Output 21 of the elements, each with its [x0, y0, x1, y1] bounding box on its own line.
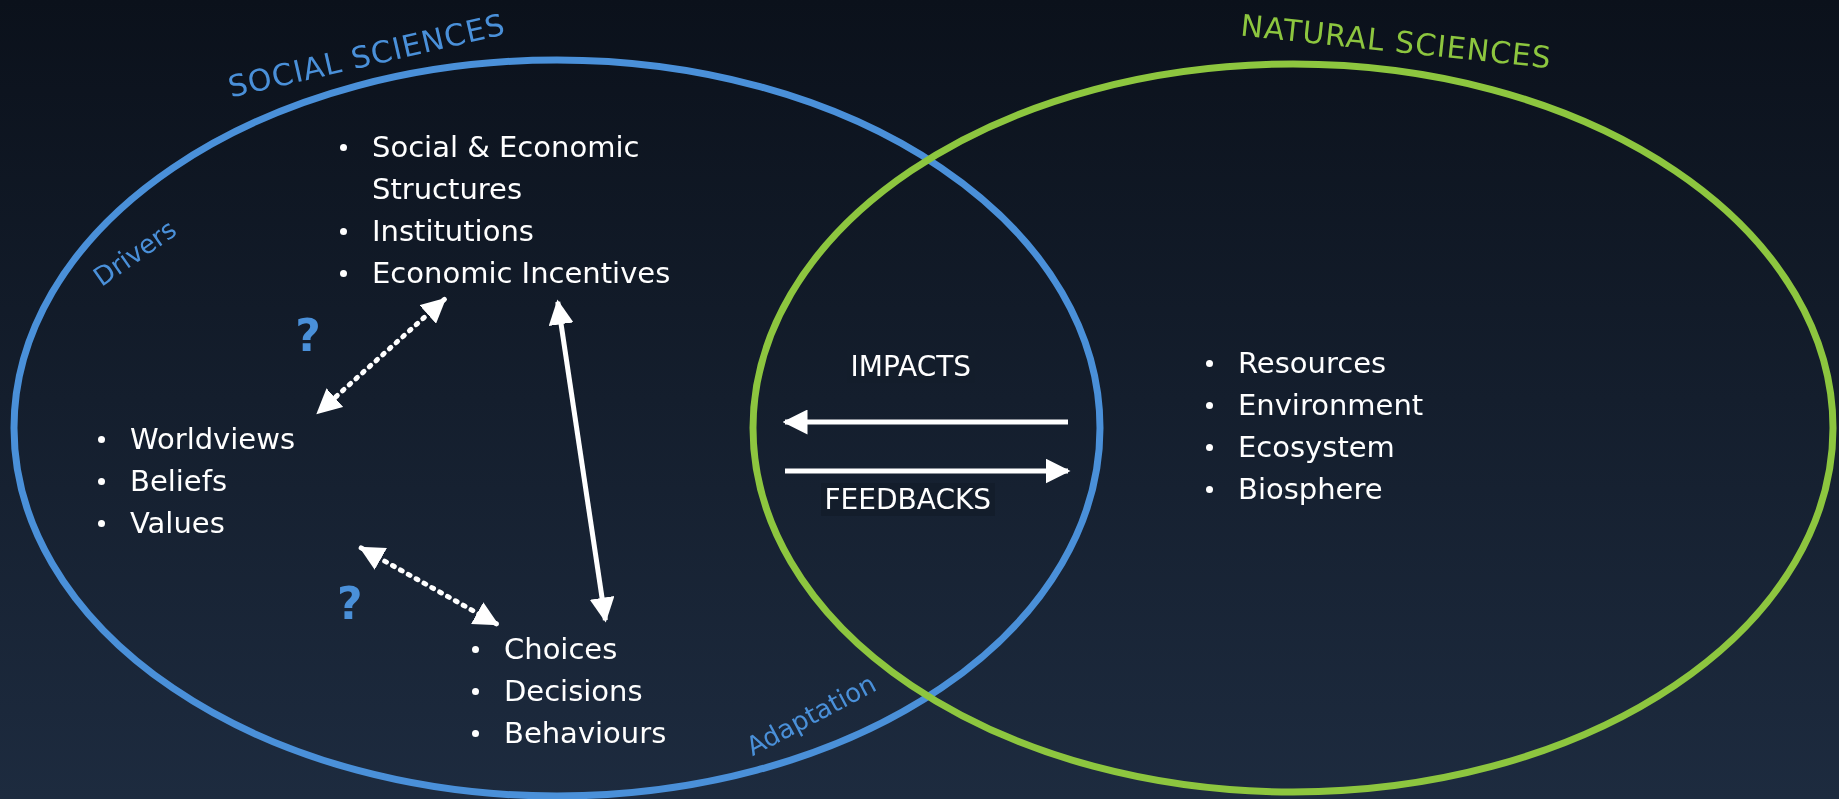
arrow — [782, 409, 1068, 435]
bullet-item: Biosphere — [1200, 468, 1520, 510]
section-title: NATURAL SCIENCES — [1239, 7, 1554, 76]
bullet-item: Economic Incentives — [334, 252, 754, 294]
bullet-item: Social & Economic Structures — [334, 126, 754, 210]
bullet-item: Institutions — [334, 210, 754, 252]
arrow — [785, 458, 1071, 484]
edge-label: FEEDBACKS — [820, 483, 996, 516]
question-mark: ? — [295, 310, 321, 361]
arrow — [358, 545, 500, 627]
bullet-item: Resources — [1200, 342, 1520, 384]
bullet-item: Values — [92, 502, 392, 544]
bullet-item: Choices — [466, 628, 766, 670]
bullet-item: Worldviews — [92, 418, 392, 460]
bullet-item: Ecosystem — [1200, 426, 1520, 468]
bullet-item: Decisions — [466, 670, 766, 712]
question-mark: ? — [337, 578, 363, 629]
bullet-item: Environment — [1200, 384, 1520, 426]
arrow — [548, 299, 615, 623]
arrow — [315, 296, 447, 416]
bullet-item: Beliefs — [92, 460, 392, 502]
